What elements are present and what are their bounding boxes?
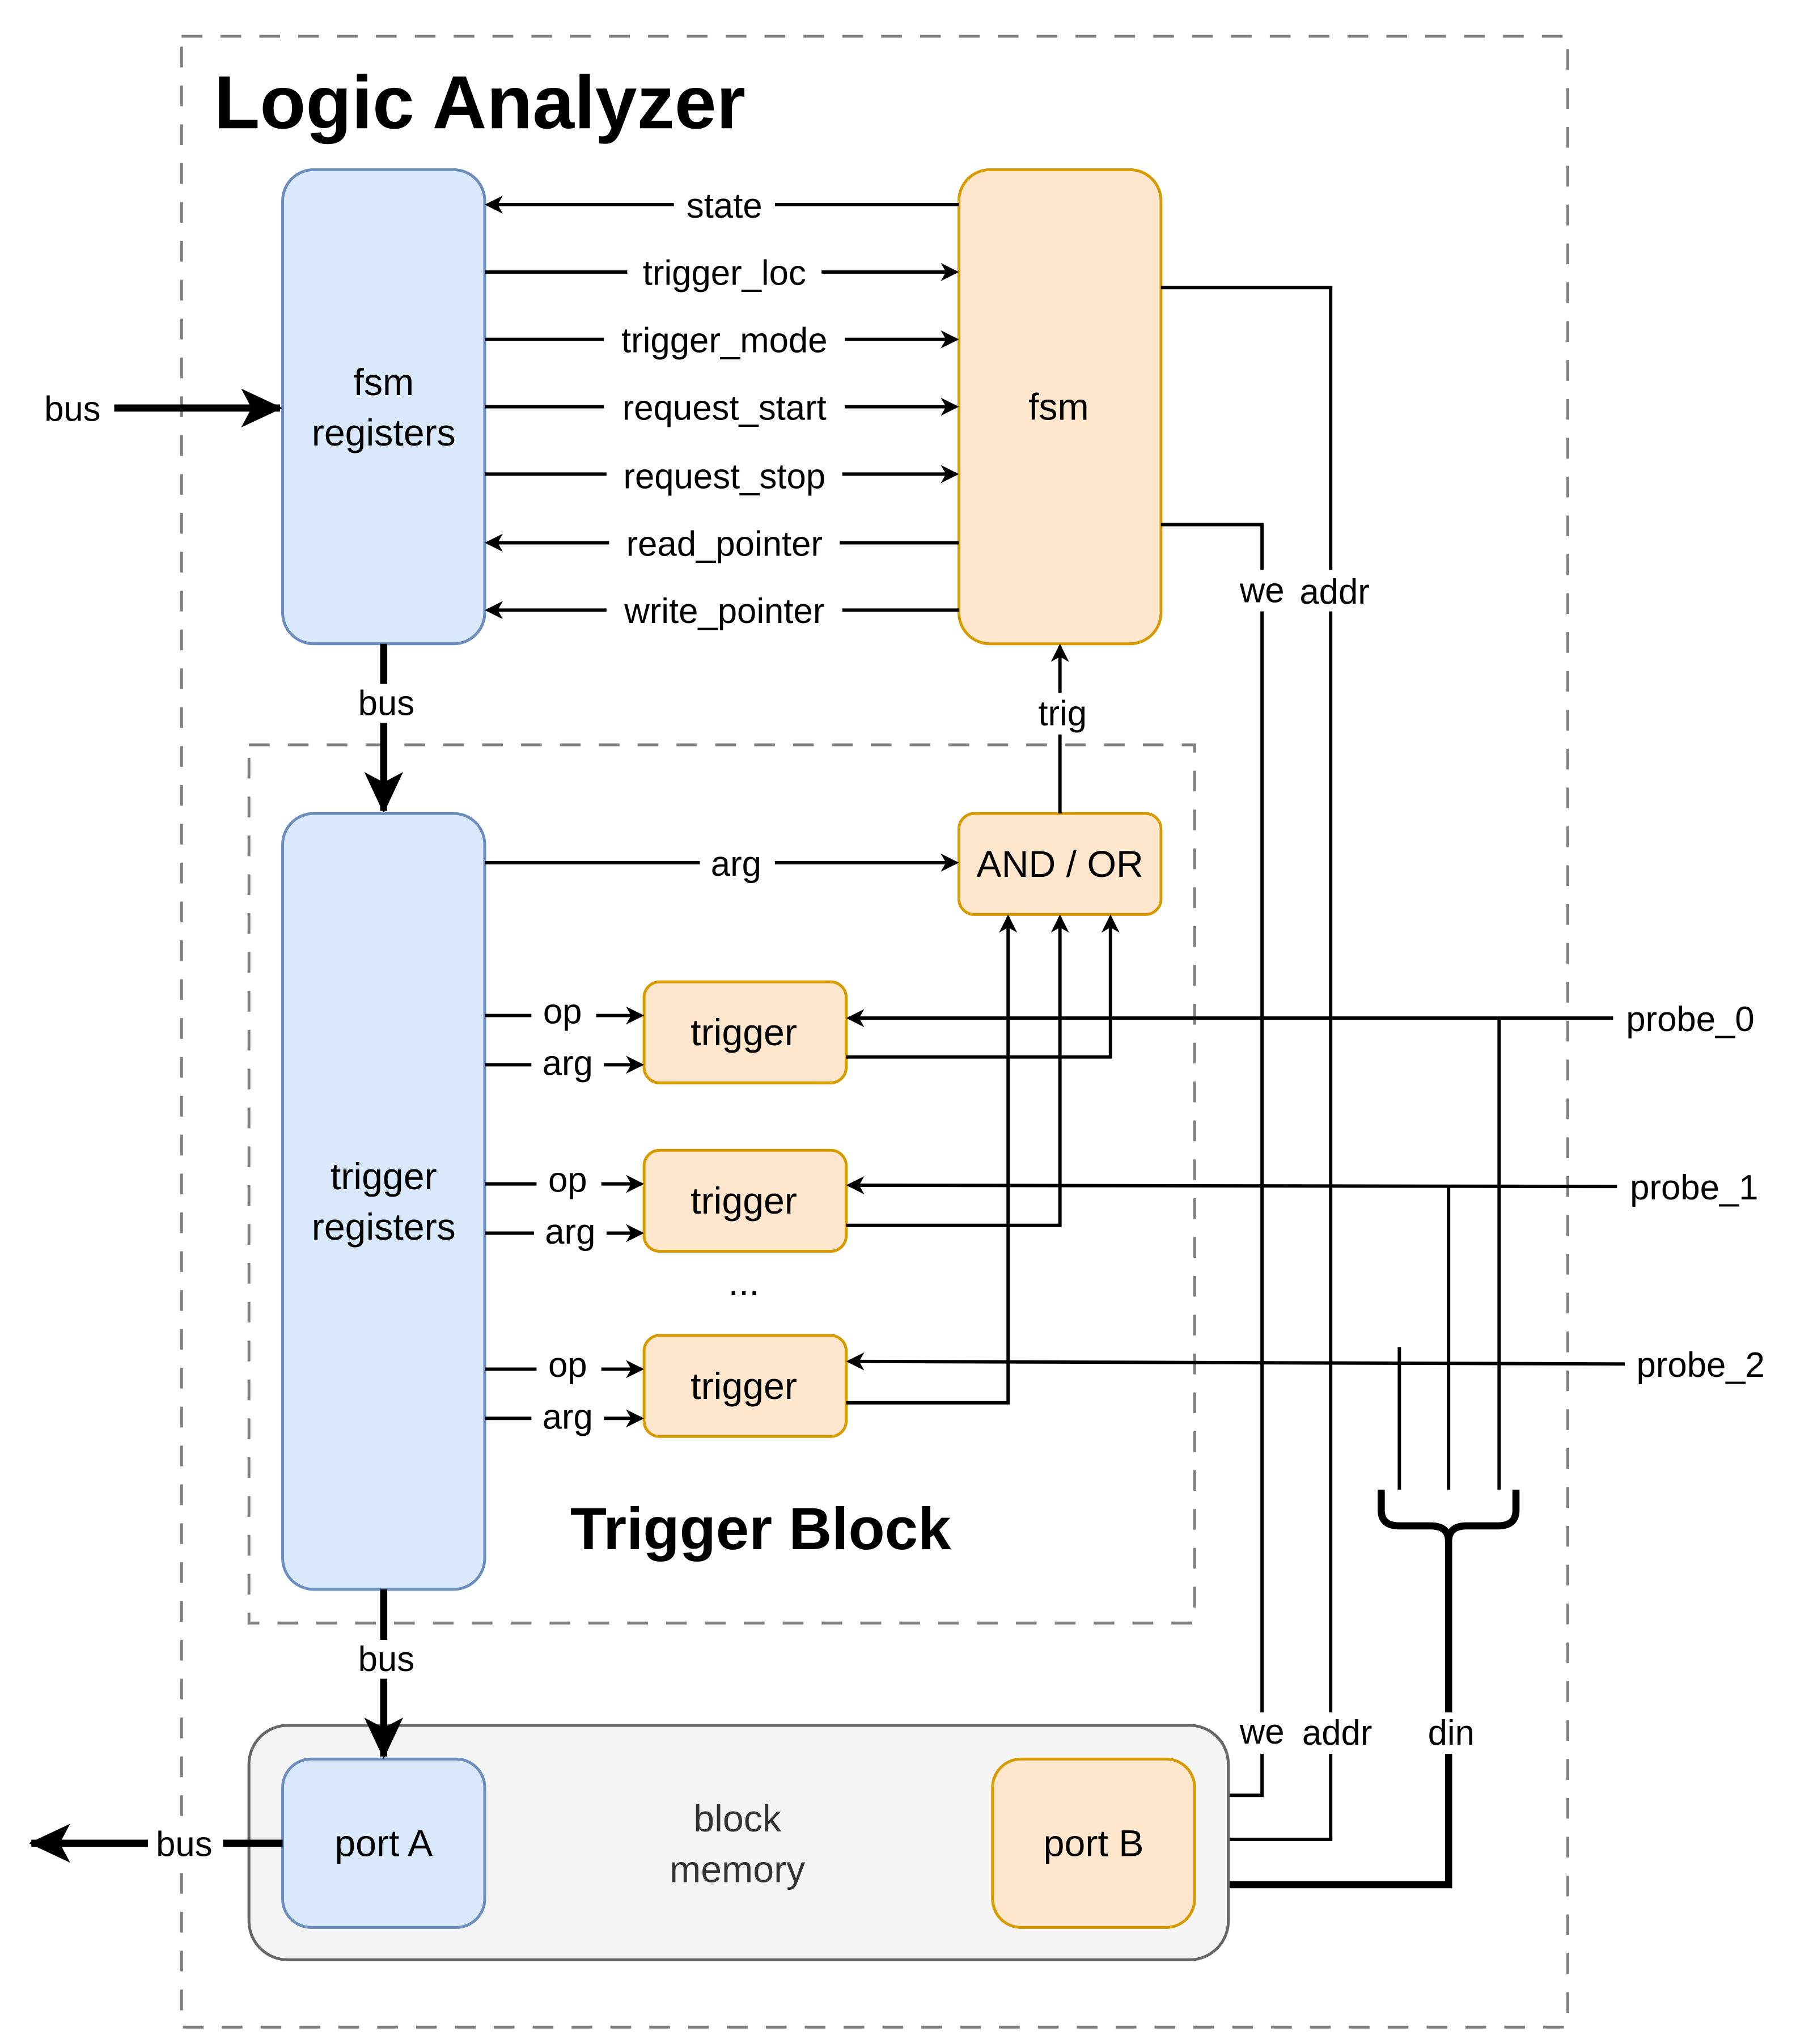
din-wire	[1197, 1538, 1452, 1899]
trigger-ellipsis: ...	[728, 1262, 759, 1304]
memory-addr-label: addr	[1302, 1714, 1372, 1753]
signal-and-or-arg: arg	[485, 842, 959, 884]
trigger-1-output-wire	[846, 914, 1069, 1227]
port-b-label: port B	[1044, 1823, 1144, 1865]
signal-write-pointer: write_pointer	[485, 589, 959, 631]
block-memory-label-line1: block	[693, 1798, 782, 1840]
fsm-addr-label: addr	[1299, 573, 1369, 612]
svg-text:bus: bus	[358, 1640, 414, 1679]
fsm-label: fsm	[1028, 386, 1089, 428]
fsm-we-label: we	[1239, 571, 1285, 610]
trigger-registers-block[interactable]: trigger registers	[281, 812, 486, 1591]
signal-trigger-loc: trigger_loc	[485, 251, 959, 293]
trigger-registers-label-line1: trigger	[331, 1156, 437, 1198]
svg-text:arg: arg	[543, 1044, 593, 1083]
signal-trig: trig	[1031, 643, 1091, 814]
bus-output: bus	[28, 1824, 283, 1864]
svg-text:op: op	[548, 1346, 587, 1385]
trigger-0-arg: arg	[485, 1044, 645, 1085]
trigger-0-output-wire	[846, 914, 1120, 1059]
svg-text:op: op	[543, 992, 582, 1031]
logic-analyzer-title: Logic Analyzer	[214, 61, 745, 145]
svg-text:trigger_loc: trigger_loc	[643, 254, 806, 293]
trigger-2-op: op	[485, 1346, 645, 1390]
probe-2: probe_2	[846, 1346, 1765, 1385]
and-or-block[interactable]: AND / OR	[957, 812, 1163, 916]
logic-analyzer-boundary	[180, 35, 1569, 2029]
port-a-label: port A	[334, 1823, 433, 1865]
signal-state: state	[485, 184, 959, 226]
fsm-registers-label-line1: fsm	[353, 362, 414, 404]
bus-trigger-to-memory: bus	[352, 1589, 418, 1759]
trigger-1-arg: arg	[485, 1212, 645, 1254]
svg-text:probe_0: probe_0	[1626, 1000, 1754, 1039]
svg-text:trig: trig	[1038, 694, 1087, 733]
fsm-we-wire	[1160, 523, 1264, 1805]
bus-input-label: bus	[44, 390, 100, 429]
fsm-block[interactable]: fsm	[957, 168, 1163, 646]
svg-text:probe_1: probe_1	[1630, 1168, 1758, 1207]
fsm-registers-block[interactable]: fsm registers	[281, 168, 486, 646]
trigger-2-output-wire	[846, 914, 1018, 1405]
trigger-label: trigger	[691, 1180, 797, 1222]
trigger-registers-label-line2: registers	[312, 1206, 456, 1248]
signal-read-pointer: read_pointer	[485, 521, 959, 563]
port-b[interactable]: port B	[991, 1757, 1196, 1929]
svg-text:request_start: request_start	[622, 388, 827, 427]
memory-we-label: we	[1239, 1712, 1285, 1752]
trigger-label: trigger	[691, 1366, 797, 1407]
fsm-addr-wire	[1160, 286, 1333, 1848]
svg-text:read_pointer: read_pointer	[626, 524, 823, 563]
trigger-block-title: Trigger Block	[570, 1496, 951, 1562]
trigger-0-op: op	[485, 992, 645, 1037]
signal-request-start: request_start	[485, 385, 959, 427]
svg-text:arg: arg	[543, 1398, 593, 1437]
bus-fsm-to-trigger: bus	[352, 643, 418, 814]
fsm-registers-label-line2: registers	[312, 412, 456, 454]
port-a[interactable]: port A	[281, 1757, 486, 1929]
trigger-unit-2[interactable]: trigger	[642, 1334, 848, 1438]
svg-text:arg: arg	[711, 845, 761, 884]
svg-text:trigger_mode: trigger_mode	[621, 321, 827, 361]
signal-trigger-mode: trigger_mode	[485, 319, 959, 361]
probe-1: probe_1	[846, 1168, 1759, 1207]
trigger-label: trigger	[691, 1012, 797, 1054]
din-label: din	[1428, 1714, 1475, 1753]
trigger-unit-1[interactable]: trigger	[642, 1148, 848, 1253]
svg-text:write_pointer: write_pointer	[624, 592, 824, 631]
block-memory-label-line2: memory	[670, 1848, 805, 1890]
svg-text:bus: bus	[358, 684, 414, 723]
svg-text:bus: bus	[156, 1825, 212, 1864]
trigger-unit-0[interactable]: trigger	[642, 980, 848, 1084]
and-or-label: AND / OR	[976, 843, 1143, 885]
probe-0: probe_0	[846, 1000, 1755, 1039]
svg-text:state: state	[687, 186, 763, 226]
svg-text:request_stop: request_stop	[623, 457, 825, 497]
probe-concat-brace	[1378, 1489, 1520, 1542]
svg-text:arg: arg	[545, 1212, 595, 1252]
trigger-2-arg: arg	[485, 1398, 645, 1439]
svg-text:probe_2: probe_2	[1637, 1346, 1765, 1385]
svg-text:op: op	[548, 1160, 587, 1199]
signal-request-stop: request_stop	[485, 453, 959, 497]
trigger-block-boundary	[247, 743, 1196, 1625]
trigger-1-op: op	[485, 1160, 645, 1205]
